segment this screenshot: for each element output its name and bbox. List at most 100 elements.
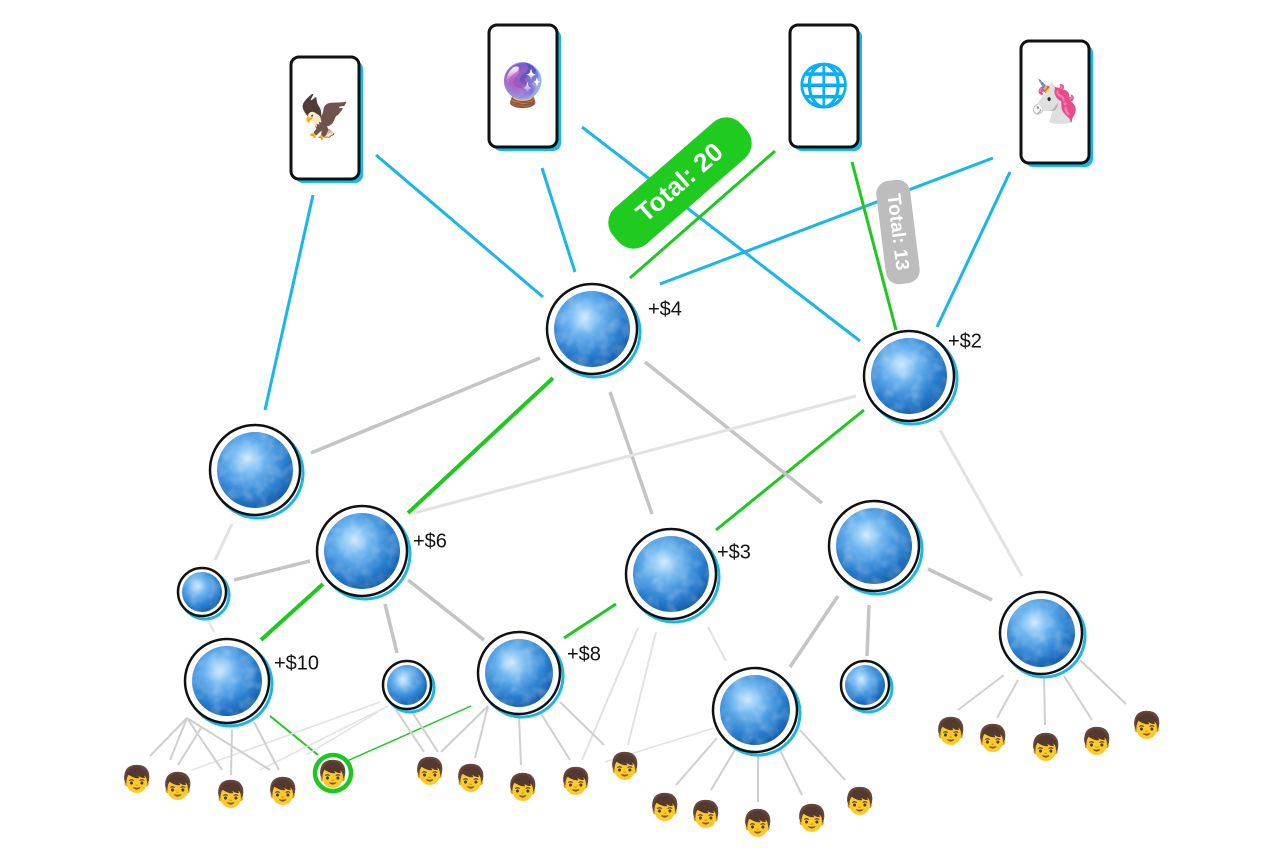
person-link-1-0 [177,727,202,766]
link-6 [629,149,776,280]
link-17 [233,559,311,582]
person-link-4-0 [395,709,425,753]
person-icon[interactable]: 👦 [1131,710,1163,741]
node-n9[interactable] [381,659,436,714]
source-card-crystal[interactable]: 🔮 [487,23,561,151]
link-13 [346,705,472,762]
person-icon[interactable]: 👦 [1030,732,1062,763]
person-icon[interactable]: 👦 [796,803,828,834]
person-icon[interactable]: 👦 [162,771,194,802]
person-link-11-0 [710,747,737,791]
person-link-17-0 [1043,675,1046,726]
node-n2[interactable]: +$2 [862,329,982,426]
person-link-8-0 [539,711,571,761]
node-reward-label: +$10 [274,652,319,674]
node-orb-texture [217,432,293,508]
person-link-6-1 [474,705,489,759]
person-link-5-0 [411,711,439,753]
person-icon[interactable]: 👦 [414,756,446,787]
person-glyph: 👦 [215,779,247,810]
person-link-3-0 [253,721,280,771]
node-orb-texture [192,646,262,716]
person-icon[interactable]: 👦 [121,764,153,795]
node-n7[interactable] [176,566,231,621]
person-glyph: 👦 [317,759,349,790]
person-glyph: 👦 [690,799,722,830]
link-9 [269,715,319,756]
link-31 [191,701,381,771]
node-n4[interactable]: +$6 [315,504,447,601]
person-glyph: 👦 [935,716,967,747]
person-link-0-0 [149,717,188,757]
node-orb-texture [1007,599,1075,667]
node-orb-texture [387,665,427,705]
person-link-0-2 [186,717,223,771]
node-n6[interactable] [827,499,924,596]
person-link-2-0 [230,729,233,776]
person-icon[interactable]: 👦 [935,716,967,747]
person-glyph: 👦 [609,751,641,782]
node-n11[interactable] [711,666,802,757]
source-card-unicorn[interactable]: 🦄 [1019,39,1093,167]
person-icon[interactable]: 👦 [977,723,1009,754]
person-link-10-0 [675,737,718,786]
nodes-layer: +$4 +$2 +$6 +$3 +$10 +$8 [176,282,1087,757]
node-n8[interactable]: +$10 [183,637,319,728]
node-n5[interactable]: +$3 [624,527,751,624]
node-orb-texture [485,639,553,707]
node-n1[interactable]: +$4 [545,282,682,379]
card-frame [289,55,361,181]
person-icon[interactable]: 👦 [1081,726,1113,757]
node-reward-label: +$4 [648,298,682,320]
source-card-globe[interactable]: 🌐 [788,23,862,151]
link-30 [604,727,715,763]
node-orb-texture [633,536,709,612]
link-22 [927,567,993,602]
person-icon[interactable]: 👦 [560,766,592,797]
person-icon[interactable]: 👦 [267,776,299,807]
source-card-eagle[interactable]: 🦅 [289,55,363,183]
person-icon[interactable]: 👦 [312,752,354,794]
person-link-7-0 [518,715,522,766]
node-n3[interactable] [208,423,305,520]
node-n13[interactable] [998,590,1087,679]
link-18 [383,603,399,654]
person-icon[interactable]: 👦 [649,792,681,823]
person-icon[interactable]: 👦 [742,808,774,839]
node-n10[interactable]: +$8 [476,630,601,719]
person-link-0-1 [169,717,188,761]
node-orb-texture [324,513,400,589]
person-glyph: 👦 [1030,732,1062,763]
node-orb-texture [554,291,630,367]
link-27 [707,626,727,662]
link-21 [865,604,871,657]
link-3 [581,125,861,343]
person-icon[interactable]: 👦 [844,786,876,817]
link-19 [406,578,486,642]
link-12 [563,602,617,640]
card-frame [788,23,860,149]
node-orb-texture [836,508,912,584]
crystal-ball-icon: 🔮 [497,61,549,110]
link-1 [375,153,544,299]
link-33 [305,711,379,756]
unicorn-icon: 🦄 [1029,77,1081,126]
link-14 [310,356,541,455]
link-25 [213,523,234,561]
person-icon[interactable]: 👦 [690,799,722,830]
person-link-19-0 [1079,659,1127,705]
link-4 [659,156,994,286]
person-icon[interactable]: 👦 [507,772,539,803]
person-link-16-0 [996,679,1019,719]
node-n12[interactable] [839,659,894,714]
node-reward-label: +$2 [948,330,982,352]
person-glyph: 👦 [560,766,592,797]
link-10 [850,161,898,331]
link-23 [413,394,857,515]
person-icon[interactable]: 👦 [215,779,247,810]
person-icon[interactable]: 👦 [609,751,641,782]
node-orb-texture [845,665,885,705]
person-icon[interactable]: 👦 [455,763,487,794]
